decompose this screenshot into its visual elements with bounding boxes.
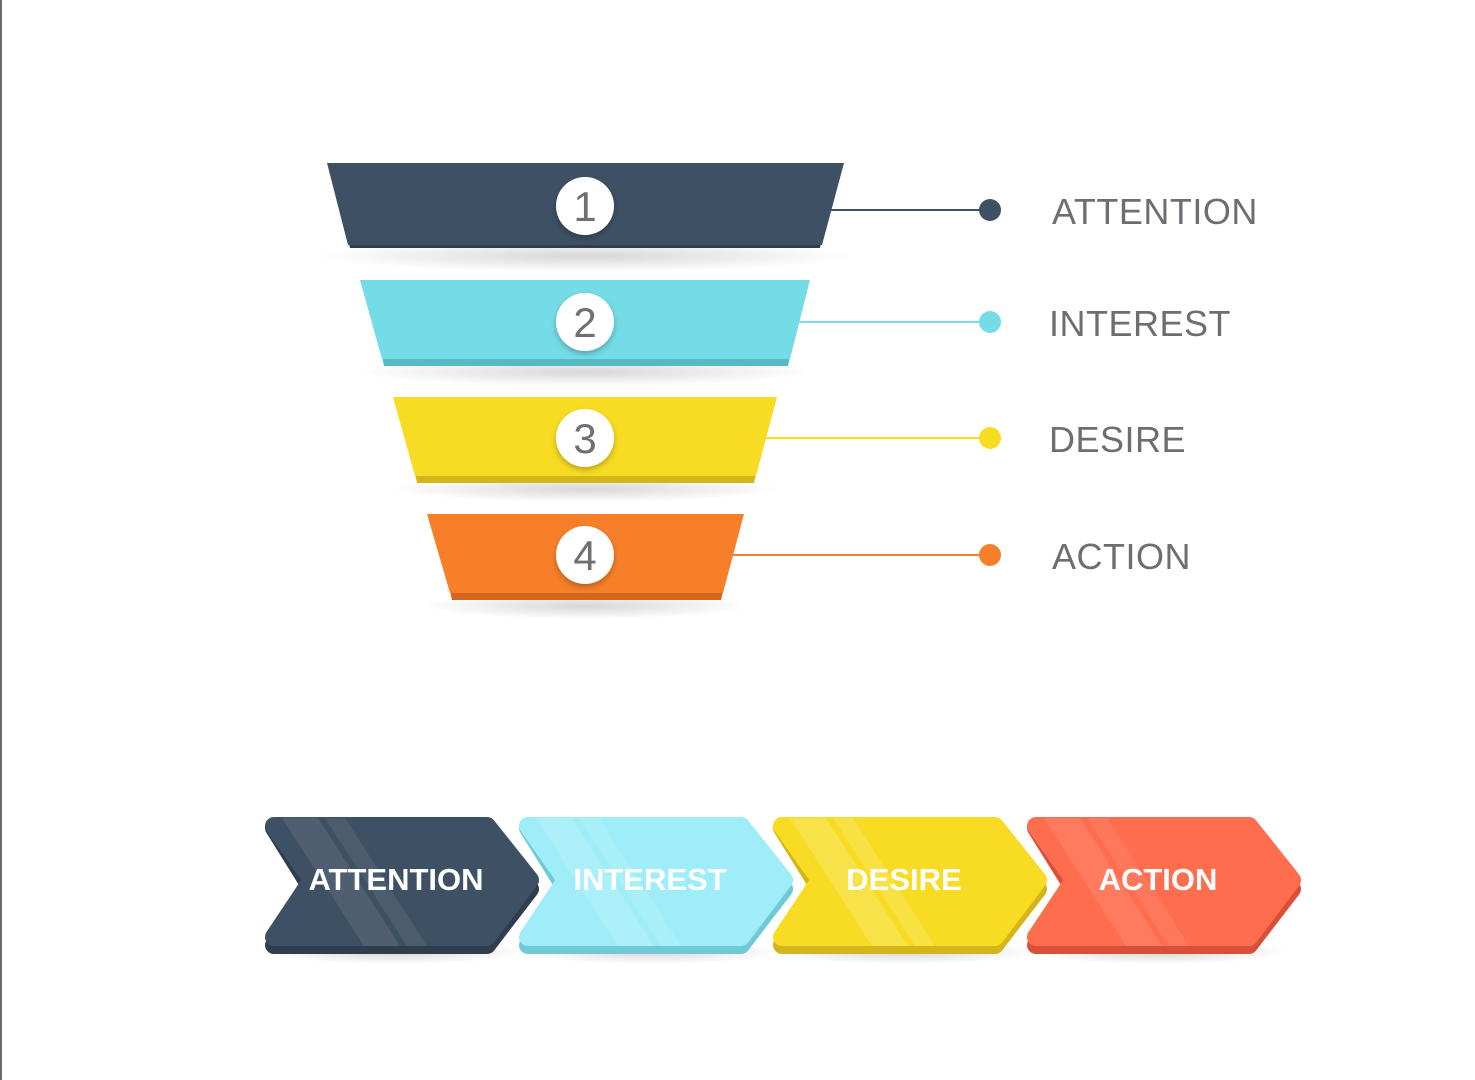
chevron-arrow-icon — [519, 817, 793, 946]
chevron-label: ATTENTION — [308, 862, 483, 897]
chevron-label: ACTION — [1099, 862, 1218, 897]
chevron-desire: DESIRE — [773, 817, 1047, 964]
chevron-shine — [325, 818, 427, 946]
chevron-attention: ATTENTION — [265, 817, 539, 964]
connector-dot — [979, 311, 1001, 333]
left-border-line — [0, 0, 2, 1080]
stage-number: 4 — [573, 532, 596, 579]
funnel-stage-3: 3 DESIRE — [390, 397, 1186, 502]
chevron-shine — [536, 818, 654, 946]
chevron-arrow-icon — [1027, 817, 1301, 946]
funnel-stage-2: 2 INTEREST — [355, 280, 1231, 386]
chevron-label: INTEREST — [573, 862, 726, 897]
stage-label: INTEREST — [1049, 303, 1231, 344]
number-badge — [556, 526, 614, 584]
stage-label: ATTENTION — [1052, 191, 1258, 232]
chevron-shine — [282, 818, 400, 946]
chevron-arrow-icon — [265, 817, 539, 946]
chevron-shine — [579, 818, 681, 946]
chevron-shine — [1044, 818, 1162, 946]
stage-number: 1 — [573, 183, 596, 230]
chevron-shine — [833, 818, 935, 946]
connector-dot — [979, 199, 1001, 221]
process-chevrons: ATTENTION INTEREST DESIRE ACTION — [265, 817, 1301, 964]
stage-label: DESIRE — [1049, 419, 1186, 460]
stage-edge — [450, 591, 723, 600]
stage-number: 3 — [573, 415, 596, 462]
number-badge — [556, 293, 614, 351]
chevron-label: DESIRE — [846, 862, 961, 897]
stage-label: ACTION — [1052, 536, 1191, 577]
connector-dot — [979, 544, 1001, 566]
stage-edge — [415, 474, 756, 483]
number-badge — [556, 177, 614, 235]
chevron-arrow-icon — [773, 817, 1047, 946]
chevron-shine — [1087, 818, 1189, 946]
stage-number: 2 — [573, 299, 596, 346]
chevron-action: ACTION — [1027, 817, 1301, 964]
funnel-stage-1: 1 ATTENTION — [315, 163, 1258, 272]
funnel-stage-4: 4 ACTION — [420, 514, 1191, 619]
chevron-interest: INTEREST — [519, 817, 793, 964]
funnel: 1 ATTENTION 2 INTEREST 3 DESIRE — [315, 163, 1258, 619]
connector-dot — [979, 427, 1001, 449]
chevron-shine — [790, 818, 908, 946]
number-badge — [556, 409, 614, 467]
